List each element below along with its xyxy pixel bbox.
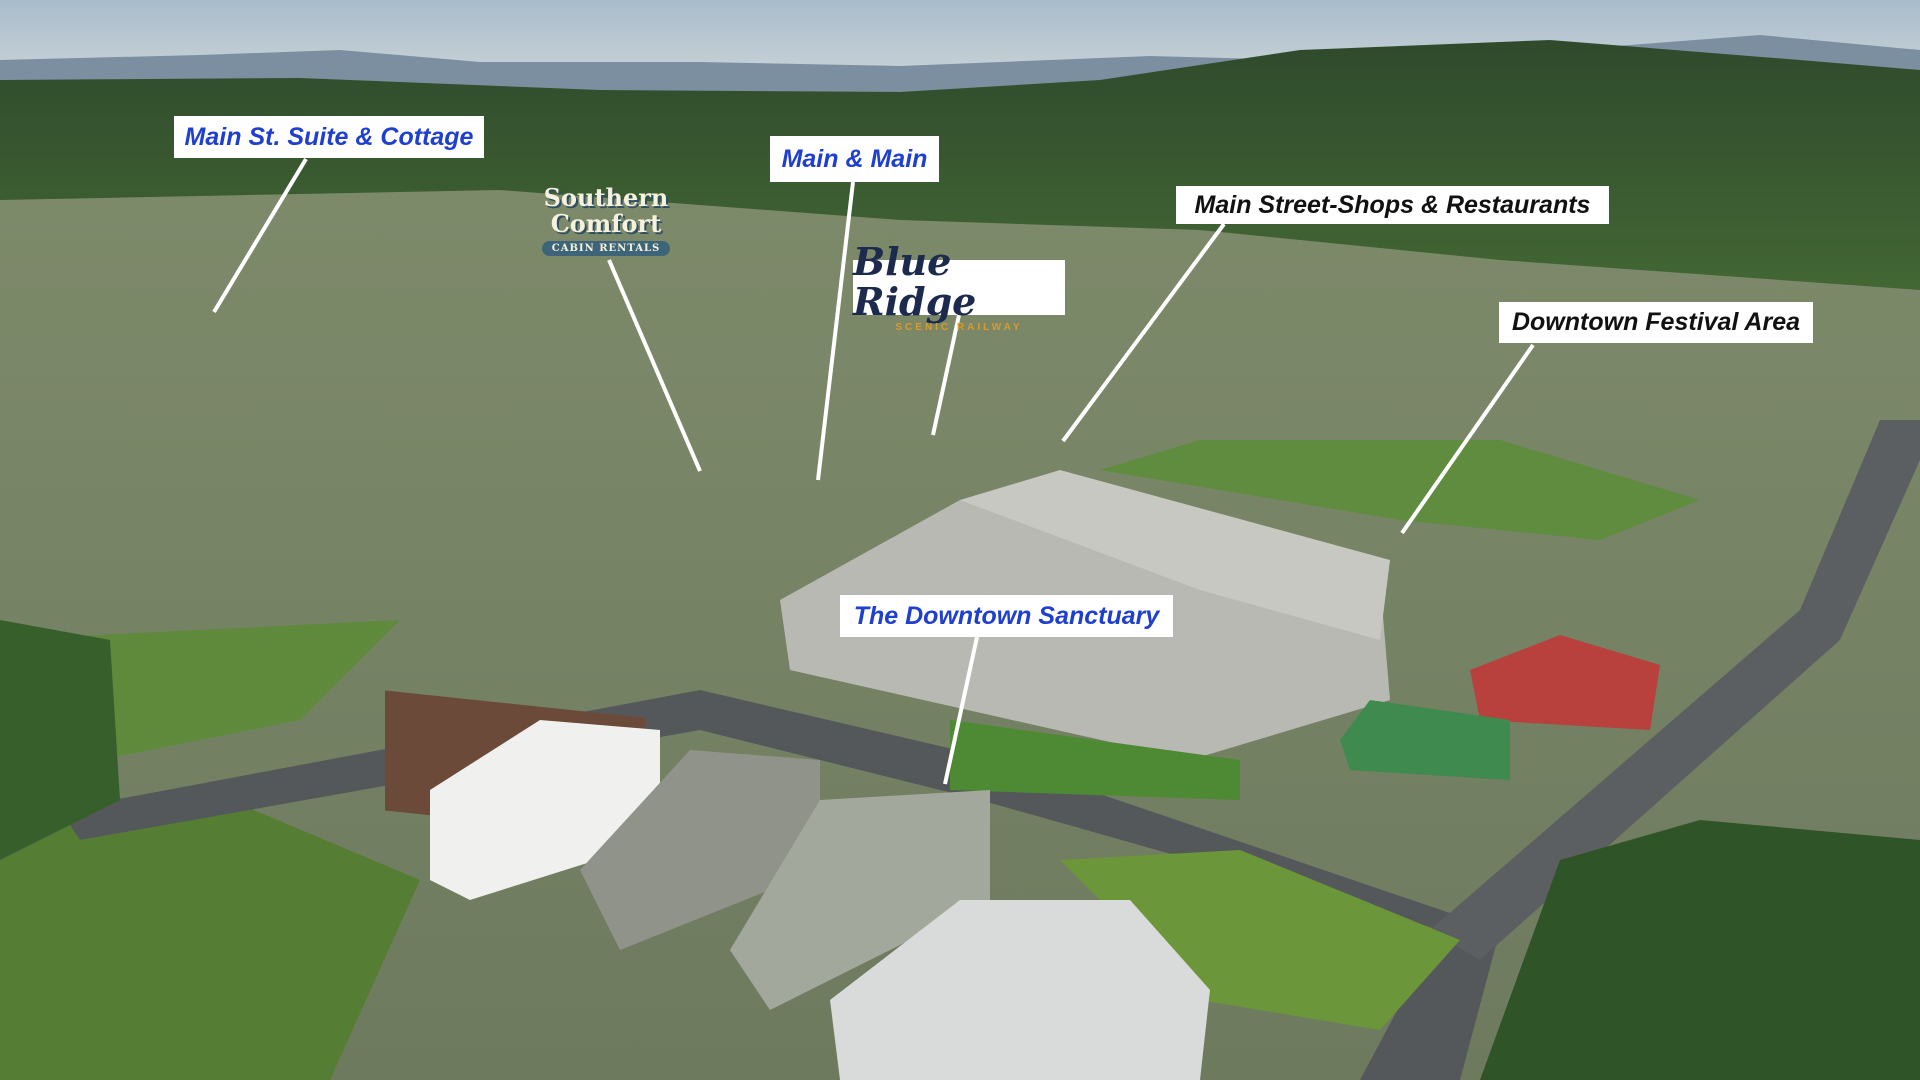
label-downtown-sanctuary: The Downtown Sanctuary: [840, 595, 1173, 637]
gray-house-2: [580, 750, 820, 950]
lawn-lower: [1060, 850, 1460, 1030]
pointer-main-street-shops: [1061, 222, 1226, 443]
gray-house-3: [730, 790, 990, 1010]
southern-comfort-logo-tagline: CABIN RENTALS: [541, 240, 671, 256]
hillside-vegetation: [0, 800, 420, 1080]
large-white-house: [830, 900, 1210, 1080]
pointer-blue-ridge: [931, 314, 961, 436]
cross-road: [1430, 420, 1920, 960]
green-roof-building: [1340, 700, 1510, 780]
label-main-st-suite: Main St. Suite & Cottage: [174, 116, 484, 158]
pointer-festival-area: [1400, 343, 1535, 535]
southern-comfort-logo: Southern Comfort CABIN RENTALS: [528, 178, 684, 262]
blue-ridge-logo-tagline: SCENIC RAILWAY: [895, 322, 1023, 333]
pointer-downtown-sanctuary: [943, 636, 979, 785]
red-roof-building: [1470, 635, 1660, 730]
label-festival-area: Downtown Festival Area: [1499, 302, 1813, 343]
pointer-southern-comfort: [607, 259, 702, 472]
downtown-building-roof: [960, 470, 1390, 640]
blue-ridge-logo-name: Blue Ridge: [853, 239, 977, 324]
lawn-front: [950, 720, 1240, 800]
blue-ridge-logo: Blue Ridge SCENIC RAILWAY: [853, 242, 1065, 333]
trees-left: [0, 620, 120, 860]
label-main-and-main: Main & Main: [770, 136, 939, 182]
festival-lawn: [1100, 440, 1700, 540]
pointer-main-and-main: [816, 181, 855, 481]
pointer-main-st-suite: [212, 157, 308, 314]
southern-comfort-logo-name: Southern Comfort: [543, 182, 669, 238]
trees-right: [1480, 820, 1920, 1080]
label-main-street-shops: Main Street-Shops & Restaurants: [1176, 186, 1609, 224]
pointer-lines: [212, 157, 1535, 785]
